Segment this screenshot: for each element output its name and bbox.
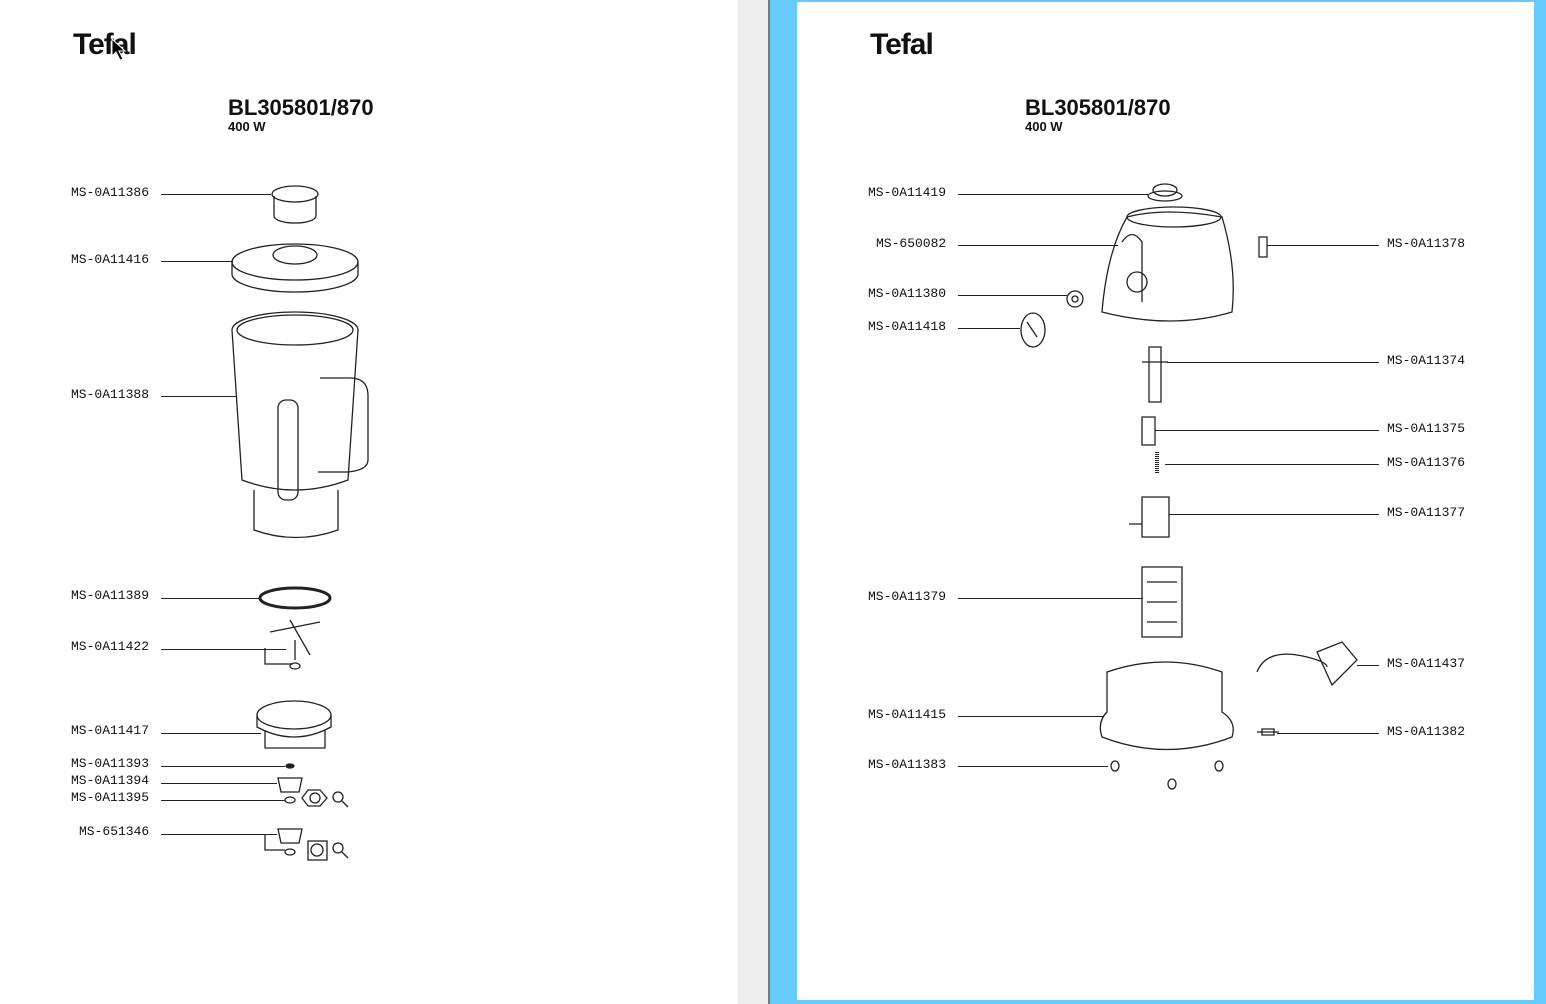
part-label[interactable]: MS-650082 (876, 236, 947, 251)
part-label[interactable]: MS-0A11378 (1387, 236, 1466, 251)
part-label[interactable]: MS-0A11389 (71, 588, 150, 603)
leader-line (161, 800, 285, 801)
part-label[interactable]: MS-0A11376 (1387, 455, 1466, 470)
leader-line (161, 834, 277, 835)
leader-line (958, 716, 1103, 717)
leader-line (161, 766, 285, 767)
part-label[interactable]: MS-0A11415 (868, 707, 947, 722)
leader-line (161, 649, 286, 650)
mouse-cursor-icon (111, 38, 127, 61)
model-title: BL305801/870 (228, 95, 374, 120)
part-label[interactable]: MS-0A11394 (71, 773, 150, 788)
leader-line (1169, 514, 1379, 515)
leader-line (958, 328, 1020, 329)
part-label[interactable]: MS-0A11416 (71, 252, 150, 267)
part-label[interactable]: MS-0A11395 (71, 790, 150, 805)
leader-line (958, 295, 1068, 296)
leader-line (958, 245, 1118, 246)
page-2[interactable]: Tefal BL305801/870 400 W MS-0A11419 MS-6… (797, 2, 1534, 1000)
part-label[interactable]: MS-0A11437 (1387, 656, 1466, 671)
model-title: BL305801/870 (1025, 95, 1171, 120)
part-label[interactable]: MS-0A11377 (1387, 505, 1466, 520)
part-label[interactable]: MS-0A11393 (71, 756, 150, 771)
part-label[interactable]: MS-651346 (79, 824, 150, 839)
exploded-diagram-jug (231, 185, 369, 861)
part-label[interactable]: MS-0A11379 (868, 589, 947, 604)
part-label[interactable]: MS-0A11388 (71, 387, 150, 402)
leader-line (1267, 245, 1379, 246)
leader-line (958, 766, 1108, 767)
leader-line (1357, 665, 1379, 666)
brand-logo: Tefal (73, 28, 137, 61)
leader-line (161, 783, 277, 784)
part-label[interactable]: MS-0A11417 (71, 723, 150, 738)
brand-logo: Tefal (870, 28, 934, 61)
leader-line (1277, 733, 1379, 734)
leader-line (161, 396, 236, 397)
leader-line (958, 194, 1148, 195)
leader-line (1167, 362, 1379, 363)
part-label[interactable]: MS-0A11419 (868, 185, 947, 200)
power-rating: 400 W (1025, 119, 1063, 134)
part-label[interactable]: MS-0A11386 (71, 185, 150, 200)
power-rating: 400 W (228, 119, 266, 134)
part-label[interactable]: MS-0A11382 (1387, 724, 1466, 739)
leader-line (161, 261, 233, 262)
part-label[interactable]: MS-0A11374 (1387, 353, 1466, 368)
exploded-diagram-base (1020, 183, 1358, 790)
leader-line (958, 598, 1143, 599)
part-label[interactable]: MS-0A11375 (1387, 421, 1466, 436)
part-label[interactable]: MS-0A11383 (868, 757, 947, 772)
part-label[interactable]: MS-0A11380 (868, 286, 947, 301)
leader-line (1155, 430, 1379, 431)
page-1: Tefal BL305801/870 400 W MS-0A11386 MS-0… (0, 0, 738, 1004)
part-label[interactable]: MS-0A11422 (71, 639, 150, 654)
leader-line (161, 733, 261, 734)
part-label[interactable]: MS-0A11418 (868, 319, 947, 334)
leader-line (1165, 464, 1379, 465)
leader-line (161, 598, 259, 599)
leader-line (161, 194, 271, 195)
